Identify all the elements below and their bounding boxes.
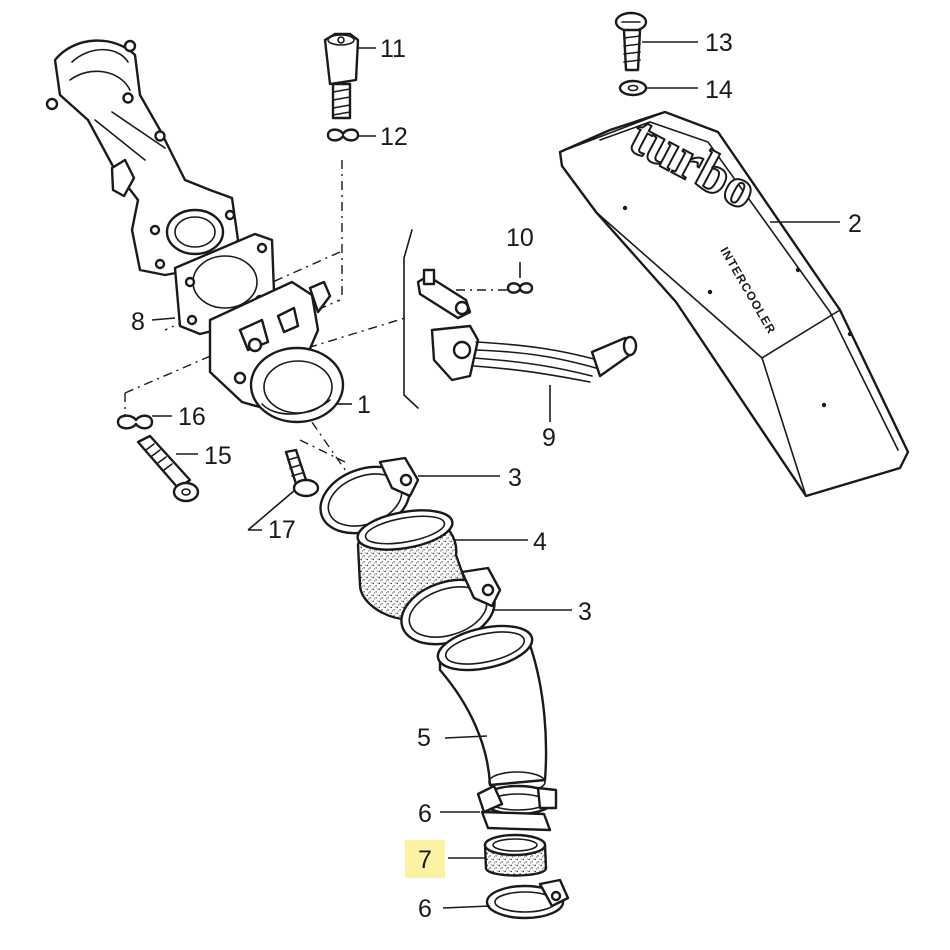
intake-pipe bbox=[436, 624, 548, 793]
callout-13[interactable]: 13 bbox=[705, 29, 733, 57]
callout-10[interactable]: 10 bbox=[506, 224, 534, 252]
callout-4[interactable]: 4 bbox=[533, 528, 547, 556]
callout-7[interactable]: 7 bbox=[418, 846, 432, 874]
leader-lines bbox=[151, 41, 840, 909]
callout-12[interactable]: 12 bbox=[380, 123, 408, 151]
small-clamp bbox=[476, 784, 558, 832]
socket-screw bbox=[136, 434, 200, 503]
callout-9[interactable]: 9 bbox=[542, 424, 556, 452]
cover-bolt bbox=[614, 11, 648, 72]
callout-5[interactable]: 5 bbox=[417, 724, 431, 752]
callout-3[interactable]: 3 bbox=[508, 464, 522, 492]
throttle-lever bbox=[416, 268, 534, 320]
callout-14[interactable]: 14 bbox=[705, 76, 733, 104]
callout-15[interactable]: 15 bbox=[204, 442, 232, 470]
callout-16[interactable]: 16 bbox=[178, 403, 206, 431]
callout-17[interactable]: 17 bbox=[268, 516, 296, 544]
callout-6[interactable]: 6 bbox=[418, 895, 432, 923]
callout-labels: 1 2 3 3 4 5 6 6 7 8 9 10 11 12 13 14 15 … bbox=[131, 29, 862, 923]
small-clamp bbox=[485, 878, 570, 920]
spacer-bolt bbox=[323, 32, 360, 120]
throttle-body bbox=[208, 280, 345, 424]
callout-3[interactable]: 3 bbox=[578, 598, 592, 626]
callout-2[interactable]: 2 bbox=[848, 210, 862, 238]
callout-highlight bbox=[405, 840, 445, 878]
callout-8[interactable]: 8 bbox=[131, 308, 145, 336]
callout-1[interactable]: 1 bbox=[357, 391, 371, 419]
hose-clamp bbox=[400, 566, 502, 646]
intercooler-cover: turbo INTERCOOLER bbox=[558, 104, 910, 498]
callout-6[interactable]: 6 bbox=[418, 800, 432, 828]
washer bbox=[618, 79, 648, 97]
bolt bbox=[284, 448, 320, 498]
lock-washer bbox=[326, 128, 360, 142]
callout-11[interactable]: 11 bbox=[380, 35, 406, 63]
throttle-sensor bbox=[430, 324, 638, 383]
foam-ring bbox=[483, 833, 548, 877]
intake-manifold bbox=[45, 39, 240, 277]
clip bbox=[116, 414, 154, 430]
